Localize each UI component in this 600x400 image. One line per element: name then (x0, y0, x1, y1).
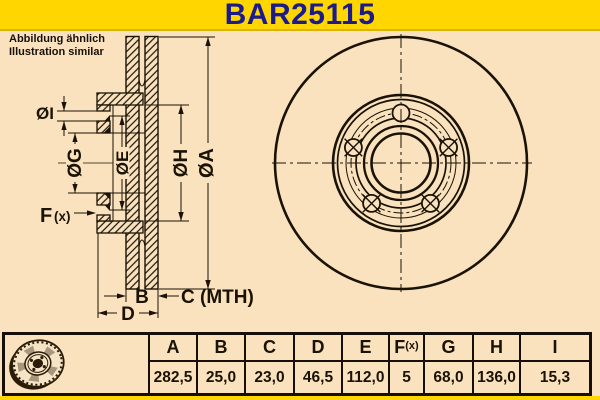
bore-chamfers (103, 115, 110, 211)
dim-label-F-sub: (x) (54, 209, 71, 224)
centerlines (272, 34, 532, 292)
table-value-H: 136,0 (477, 368, 516, 386)
table-header-C: C (246, 335, 293, 362)
table-header-A: A (150, 335, 196, 362)
dim-label-A: ØA (196, 148, 218, 178)
table-header-F-sub: (x) (405, 339, 419, 352)
dim-label-D: D (121, 304, 135, 325)
dim-label-B: B (135, 287, 149, 308)
dim-label-C: C (MTH) (181, 287, 254, 308)
column-A: A 282,5 (148, 335, 196, 393)
table-header-H: H (474, 335, 519, 362)
dim-F-arrow (87, 210, 96, 216)
dim-B-arrow-left (117, 293, 126, 299)
dim-G-arrow-bottom (72, 184, 78, 193)
cross-section-view: ØA ØH ØE ØG (36, 35, 254, 325)
dim-I-arrow-top (61, 102, 67, 111)
table-value-D: 46,5 (302, 368, 334, 386)
column-B: B 25,0 (196, 335, 244, 393)
column-H: H 136,0 (472, 335, 519, 393)
table-header-E: E (343, 335, 388, 362)
table-value-C: 23,0 (254, 368, 285, 386)
page-title: BAR25115 (224, 0, 376, 31)
dim-label-H: ØH (171, 149, 192, 178)
column-G: G 68,0 (423, 335, 472, 393)
table-header-F-main: F (394, 337, 406, 357)
column-D: D 46,5 (293, 335, 341, 393)
table-header-D: D (295, 335, 341, 362)
dim-G-arrow-top (72, 133, 78, 142)
column-C: C 23,0 (244, 335, 293, 393)
table-value-G: 68,0 (433, 368, 464, 386)
dim-A-arrow-bottom (205, 280, 211, 289)
hat-bottom-flange (96, 220, 144, 234)
table-value-F: 5 (402, 368, 411, 386)
dim-E-label-bg (114, 147, 130, 179)
column-E: E 112,0 (341, 335, 388, 393)
note-line-2: Illustration similar (9, 46, 104, 58)
dim-label-G: ØG (65, 148, 86, 178)
dim-H-arrow-top (178, 105, 184, 114)
header-band: BAR25115 (0, 0, 600, 31)
bore-chamfer-circle (362, 124, 440, 202)
table-value-A: 282,5 (153, 368, 193, 386)
bottom-yellow-strip (0, 396, 600, 400)
dim-B-arrow-right (158, 293, 167, 299)
hat-top-flange (96, 92, 144, 106)
column-I: I 15,3 (519, 335, 589, 393)
hub-ring-inner (336, 98, 466, 228)
brake-disc-icon (9, 339, 65, 390)
dim-H-label-bg (172, 144, 189, 182)
dim-A-label-bg (199, 143, 216, 183)
bolt-hole-cross-marks (344, 138, 458, 213)
table-value-B: 25,0 (205, 368, 237, 386)
dim-E-arrow-top (119, 116, 125, 125)
table-header-I: I (521, 335, 589, 362)
dim-label-E: ØE (113, 151, 132, 176)
dim-D-arrow-left (98, 310, 107, 316)
note-line-1: Abbildung ähnlich (9, 33, 105, 45)
similarity-note: Abbildung ähnlich Illustration similar (9, 33, 105, 59)
dim-label-F: F (40, 205, 52, 227)
table-value-E: 112,0 (346, 368, 385, 386)
dim-G-label-bg (66, 144, 83, 182)
table-header-B: B (198, 335, 244, 362)
dim-D-arrow-right (149, 310, 158, 316)
table-header-G: G (425, 335, 472, 362)
inner-plate-section (144, 35, 159, 290)
dim-I-arrow-bottom (61, 121, 67, 130)
front-view (272, 34, 532, 292)
hat-face-seg1 (96, 104, 111, 112)
dim-B (104, 289, 179, 302)
table-value-I: 15,3 (539, 368, 571, 386)
table-header-F: F(x) (390, 335, 423, 362)
vent-vanes (138, 79, 146, 247)
disc-image-cell (5, 335, 148, 393)
dim-E-arrow-bottom (119, 201, 125, 210)
dim-A-arrow-top (205, 37, 211, 46)
column-F: F(x) 5 (388, 335, 423, 393)
hat-face-seg4 (96, 214, 111, 222)
spec-table: A 282,5 B 25,0 C 23,0 D 46,5 E 112,0 F(x… (2, 332, 592, 396)
dim-H-arrow-bottom (178, 212, 184, 221)
dim-label-I: ØI (36, 104, 54, 123)
